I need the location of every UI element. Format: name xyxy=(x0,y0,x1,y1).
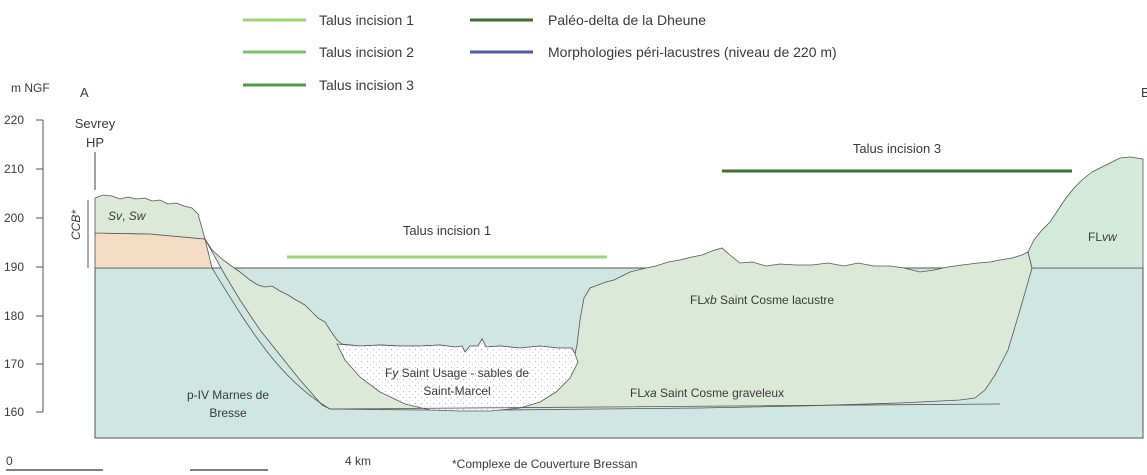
axis-tick-label: 210 xyxy=(4,162,24,176)
axis-tick-label: 170 xyxy=(4,357,24,371)
section-end-label: B xyxy=(1141,85,1147,100)
sv-sw-layer xyxy=(94,194,206,240)
legend-label-talus-3: Talus incision 3 xyxy=(319,77,414,93)
axis-tick-labels: 220 210 200 190 180 170 160 xyxy=(4,113,24,419)
legend-item-talus-3: Talus incision 3 xyxy=(243,77,414,93)
axis-unit-label: m NGF xyxy=(11,81,50,95)
legend: Talus incision 1 Talus incision 2 Talus … xyxy=(243,12,837,93)
axis-ticks xyxy=(36,119,43,413)
incision-base-line xyxy=(211,267,1001,410)
legend-item-paleo-delta: Paléo-delta de la Dheune xyxy=(470,12,706,28)
section-body xyxy=(94,156,1144,439)
section-start-label: A xyxy=(80,85,89,100)
axis-tick-label: 190 xyxy=(4,260,24,274)
scale-bar: 0 4 km xyxy=(6,454,371,471)
axis-tick-label: 200 xyxy=(4,211,24,225)
scale-end-label: 4 km xyxy=(345,454,371,468)
elevation-axis: m NGF 220 210 200 190 180 170 160 xyxy=(4,81,50,419)
legend-item-talus-2: Talus incision 2 xyxy=(243,44,414,60)
legend-label-talus-2: Talus incision 2 xyxy=(319,44,414,60)
formation-label-sv-sw: Sv, Sw xyxy=(108,209,147,223)
formation-label-flvw: FLvw xyxy=(1088,230,1118,244)
talus-incision-1-label: Talus incision 1 xyxy=(403,223,491,238)
formation-label-fy-line2: Saint-Marcel xyxy=(423,384,490,398)
formation-label-flxb: FLxb Saint Cosme lacustre xyxy=(690,293,834,307)
legend-item-peri-lacustre: Morphologies péri-lacustres (niveau de 2… xyxy=(470,44,837,60)
footnote: *Complexe de Couverture Bressan xyxy=(452,457,637,471)
formation-label-flxa: FLxa Saint Cosme graveleux xyxy=(630,386,784,400)
axis-tick-label: 160 xyxy=(4,405,24,419)
fy-sand-lens xyxy=(336,338,579,412)
formation-label-fy: Fy Saint Usage - sables de xyxy=(385,366,529,380)
site-name-line2: HP xyxy=(86,135,104,150)
legend-item-talus-1: Talus incision 1 xyxy=(243,12,414,28)
talus-incision-3-label: Talus incision 3 xyxy=(853,141,941,156)
ccb-bracket: CCB* xyxy=(69,200,89,268)
formation-label-piv-line2: Bresse xyxy=(209,406,247,420)
legend-label-talus-1: Talus incision 1 xyxy=(319,12,414,28)
talus-annotation-1: Talus incision 1 xyxy=(287,223,607,259)
axis-tick-label: 220 xyxy=(4,113,24,127)
axis-tick-label: 180 xyxy=(4,309,24,323)
site-name-line1: Sevrey xyxy=(75,116,116,131)
legend-label-peri-lacustre: Morphologies péri-lacustres (niveau de 2… xyxy=(548,44,837,60)
legend-label-paleo-delta: Paléo-delta de la Dheune xyxy=(548,12,706,28)
scale-start-label: 0 xyxy=(6,454,13,468)
ccb-label: CCB* xyxy=(69,210,83,240)
flvw-layer xyxy=(1027,156,1144,269)
talus-annotation-3: Talus incision 3 xyxy=(722,141,1072,173)
formation-label-piv-line1: p-IV Marnes de xyxy=(187,388,269,402)
